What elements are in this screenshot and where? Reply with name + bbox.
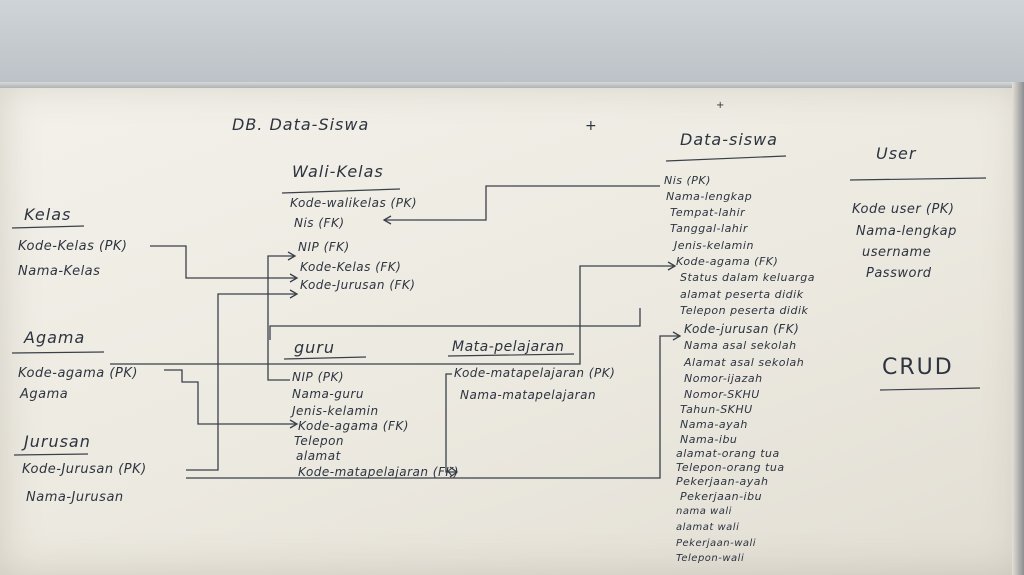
arrow-head bbox=[289, 289, 299, 299]
jurusan-underline bbox=[13, 453, 89, 456]
guru-underline bbox=[283, 356, 367, 360]
field: username bbox=[862, 245, 932, 260]
agama-underline bbox=[11, 351, 105, 354]
field: NIP (FK) bbox=[298, 240, 350, 254]
field: Kode user (PK) bbox=[852, 202, 955, 217]
table-name: Wali-Kelas bbox=[292, 162, 384, 181]
field: Nama-lengkap bbox=[666, 190, 753, 203]
field: Telepon bbox=[294, 434, 345, 448]
field: Tanggal-lahir bbox=[670, 222, 748, 235]
field: Status dalam keluarga bbox=[680, 271, 815, 284]
field: Kode-Kelas (PK) bbox=[18, 239, 128, 254]
mata-pelajaran-underline bbox=[447, 353, 575, 357]
field: Kode-agama (FK) bbox=[298, 419, 409, 433]
field: Nama-ibu bbox=[680, 433, 738, 446]
field: Nomor-ijazah bbox=[684, 372, 763, 385]
field: Jenis-kelamin bbox=[292, 404, 379, 418]
field: Nama-matapelajaran bbox=[460, 388, 597, 402]
field: alamat wali bbox=[676, 522, 740, 533]
link-mapel-guru bbox=[445, 373, 456, 473]
field: Telepon peserta didik bbox=[680, 304, 809, 317]
field: Kode-Kelas (FK) bbox=[300, 260, 402, 274]
diagram-title: DB. Data-Siswa bbox=[232, 115, 370, 134]
field: Agama bbox=[20, 387, 69, 402]
table-name: User bbox=[876, 144, 917, 163]
wall bbox=[0, 0, 1024, 96]
field: Nis (FK) bbox=[294, 216, 345, 230]
table-name: Mata-pelajaran bbox=[452, 339, 565, 355]
table-name: Jurusan bbox=[24, 432, 91, 451]
field: Kode-agama (FK) bbox=[676, 255, 779, 268]
crud-underline bbox=[879, 387, 981, 391]
field: nama wali bbox=[676, 506, 732, 517]
field: Kode-Jurusan (FK) bbox=[300, 278, 416, 292]
arrow-head bbox=[449, 466, 459, 478]
field: Nis (PK) bbox=[664, 174, 711, 187]
crud-note: CRUD bbox=[882, 355, 954, 380]
field: NIP (PK) bbox=[292, 370, 345, 384]
field: Tempat-lahir bbox=[670, 206, 746, 219]
field: Kode-walikelas (PK) bbox=[290, 196, 418, 210]
field: Telepon-orang tua bbox=[676, 461, 785, 474]
link-jurusan-datasiswa bbox=[186, 335, 680, 479]
field: alamat bbox=[296, 449, 341, 463]
field: Nama-lengkap bbox=[856, 224, 957, 239]
table-name: guru bbox=[294, 338, 336, 357]
field: Pekerjaan-ayah bbox=[676, 475, 769, 488]
user-underline bbox=[849, 177, 987, 181]
data-siswa-underline bbox=[665, 155, 787, 162]
arrow-head bbox=[289, 273, 299, 283]
arrow-head bbox=[289, 419, 299, 429]
field: Nama-ayah bbox=[680, 418, 748, 431]
field: alamat peserta didik bbox=[680, 288, 804, 301]
field: Kode-Jurusan (PK) bbox=[22, 462, 147, 477]
table-name: Data-siswa bbox=[680, 130, 778, 149]
whiteboard-frame bbox=[0, 82, 1024, 88]
arrow-head bbox=[672, 331, 682, 341]
whiteboard bbox=[0, 82, 1024, 575]
link-jurusan-walikelas bbox=[186, 293, 296, 471]
field: Nama asal sekolah bbox=[684, 339, 797, 352]
plus-mark: + bbox=[585, 118, 598, 134]
arrow-head bbox=[287, 251, 297, 261]
wali-kelas-underline bbox=[281, 188, 401, 194]
link-kelas-walikelas bbox=[150, 245, 296, 279]
field: Pekerjaan-wali bbox=[676, 538, 757, 549]
arrow-head bbox=[382, 215, 392, 225]
field: Nama-guru bbox=[292, 387, 364, 401]
link-guru-nip bbox=[267, 255, 294, 381]
field: Kode-matapelajaran (FK) bbox=[298, 465, 459, 479]
field: Jenis-kelamin bbox=[674, 239, 754, 252]
kelas-underline bbox=[11, 225, 85, 229]
field: Tahun-SKHU bbox=[680, 403, 753, 416]
field: alamat-orang tua bbox=[676, 447, 780, 460]
field: Alamat asal sekolah bbox=[684, 356, 805, 369]
field: Nomor-SKHU bbox=[684, 388, 760, 401]
link-agama-datasiswa bbox=[110, 265, 674, 365]
field: Password bbox=[866, 266, 932, 281]
whiteboard-edge bbox=[1012, 82, 1024, 575]
plus-mark: + bbox=[716, 100, 725, 111]
field: Pekerjaan-ibu bbox=[680, 490, 763, 503]
link-walikelas-jurusan bbox=[269, 308, 641, 340]
field: Kode-jurusan (FK) bbox=[684, 322, 800, 336]
table-name: Kelas bbox=[24, 205, 72, 224]
link-datasiswa-nis bbox=[384, 185, 660, 221]
arrow-head bbox=[667, 261, 677, 271]
field: Nama-Jurusan bbox=[26, 490, 124, 505]
field: Nama-Kelas bbox=[18, 264, 101, 279]
field: Telepon-wali bbox=[676, 553, 745, 564]
table-name: Agama bbox=[24, 328, 86, 347]
field: Kode-agama (PK) bbox=[18, 366, 138, 381]
field: Kode-matapelajaran (PK) bbox=[454, 366, 616, 380]
link-agama-guru bbox=[164, 369, 296, 425]
